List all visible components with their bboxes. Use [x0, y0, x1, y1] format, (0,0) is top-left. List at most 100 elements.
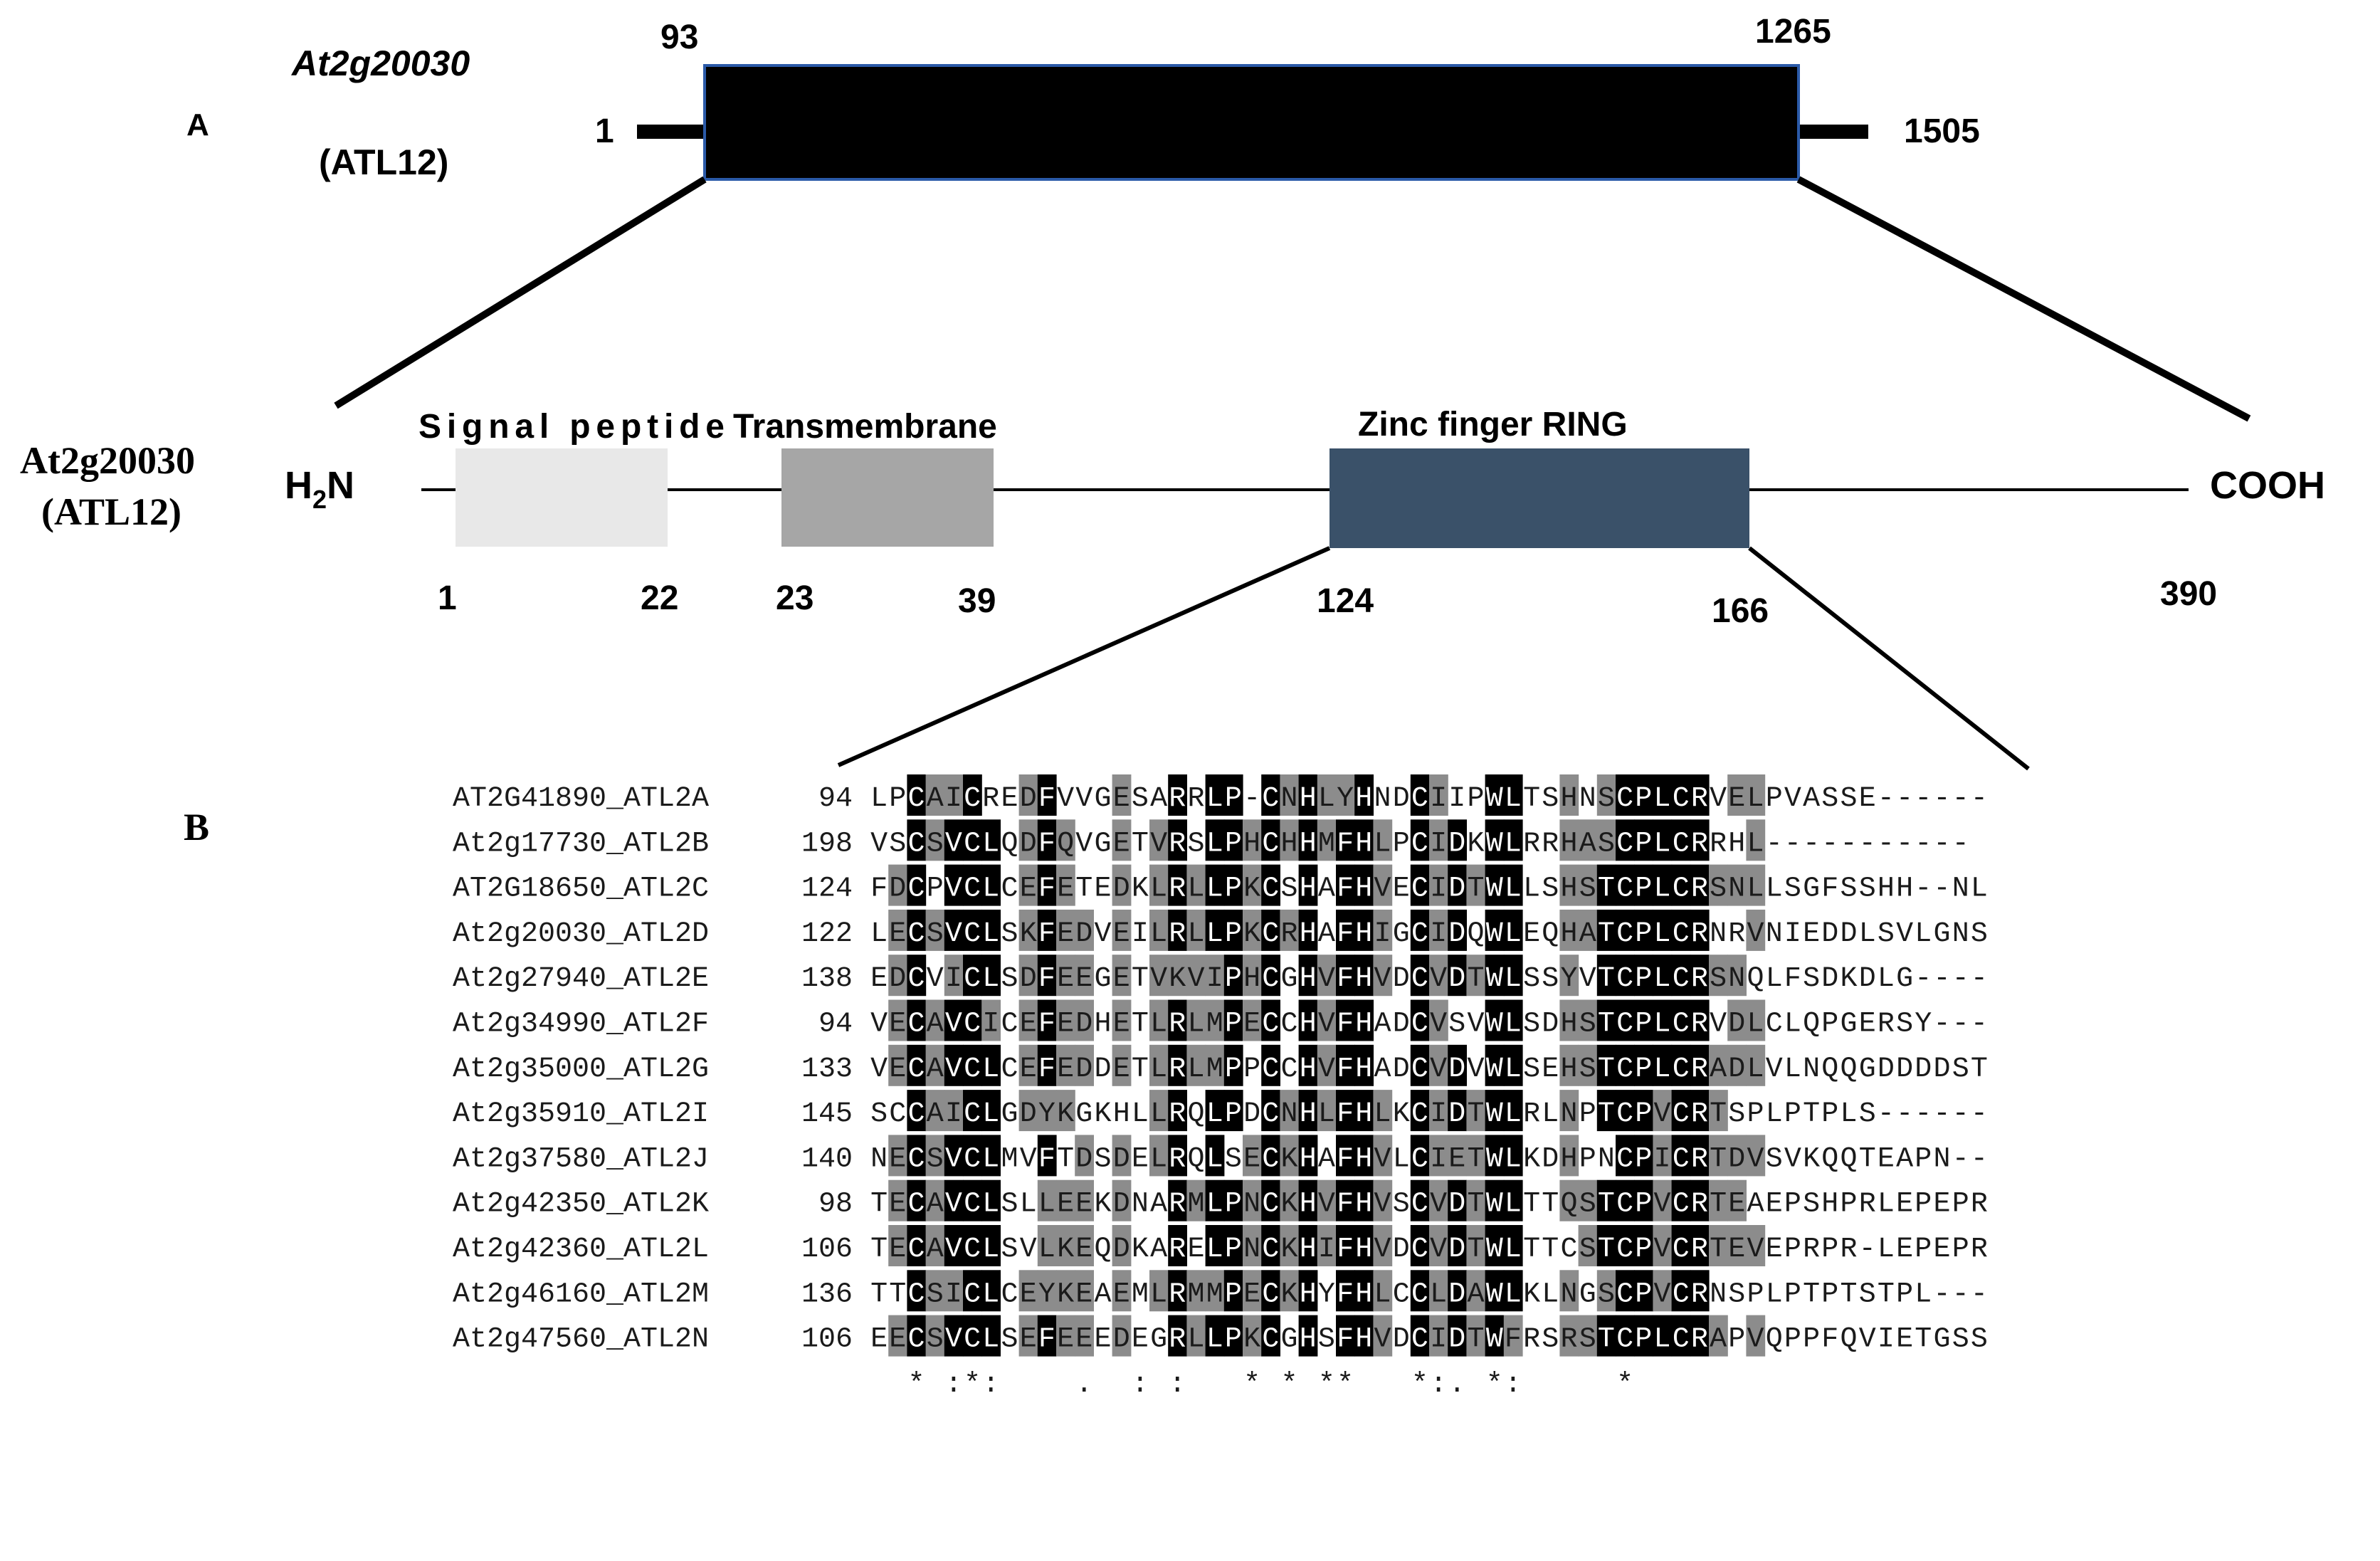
alignment-shade-cell [1578, 1315, 1598, 1357]
alignment-shade-cell [1149, 864, 1169, 906]
sequence-residue: C [907, 1053, 925, 1086]
sequence-start-position: 136 [801, 1278, 853, 1310]
alignment-shade-cell [1056, 909, 1075, 951]
sequence-residue: C [889, 1098, 906, 1130]
alignment-shade-cell [1671, 1135, 1691, 1177]
sequence-residue: L [1374, 1278, 1391, 1310]
sequence-residue: L [1150, 1143, 1167, 1175]
sequence-residue: S [1523, 1009, 1540, 1041]
sequence-residue: V [1075, 828, 1092, 860]
sequence-residue: P [1635, 1324, 1652, 1356]
sequence-residue: C [964, 1098, 981, 1130]
sequence-residue: L [982, 1053, 999, 1086]
alignment-shade-cell [1671, 1179, 1691, 1221]
alignment-shade-cell [1018, 1090, 1038, 1132]
alignment-shade-cell [1223, 1179, 1243, 1221]
sequence-residue: K [1020, 918, 1037, 950]
sequence-residue: V [1653, 1098, 1670, 1130]
alignment-shade-cell [1373, 864, 1393, 906]
sequence-residue: F [1337, 1189, 1354, 1221]
sequence-residue: D [1393, 1053, 1410, 1086]
alignment-shade-cell [1429, 955, 1448, 997]
sequence-residue: E [1113, 963, 1130, 995]
sequence-residue: R [1169, 873, 1186, 905]
sequence-residue: S [1225, 1143, 1242, 1175]
sequence-residue: C [907, 1098, 925, 1130]
sequence-residue: - [1971, 963, 1988, 995]
alignment-shade-cell [1727, 864, 1747, 906]
sequence-residue: T [1598, 1053, 1615, 1086]
sequence-residue: A [1579, 918, 1596, 950]
alignment-shade-cell [1448, 1044, 1467, 1086]
alignment-shade-cell [1037, 999, 1057, 1041]
alignment-shade-cell [1596, 999, 1616, 1041]
alignment-shade-cell [1616, 909, 1635, 951]
sequence-name: At2g34990_ATL2F [453, 1009, 709, 1041]
alignment-shade-cell [1709, 1044, 1728, 1086]
sequence-residue: V [1653, 1234, 1670, 1266]
alignment-shade-cell [1336, 1315, 1355, 1357]
alignment-shade-cell [907, 819, 927, 861]
sequence-residue: - [1952, 1143, 1969, 1175]
sequence-residue: T [1598, 1234, 1615, 1266]
alignment-shade-cell [1280, 1225, 1300, 1266]
alignment-shade-cell [944, 774, 964, 816]
alignment-shade-cell [1671, 955, 1691, 997]
sequence-residue: H [1300, 873, 1317, 905]
sequence-residue: H [1355, 1098, 1372, 1130]
c-terminus-label: COOH [2210, 464, 2325, 507]
alignment-shade-cell [1223, 1270, 1243, 1312]
sequence-residue: E [1057, 963, 1074, 995]
sequence-residue: R [1691, 963, 1708, 995]
alignment-shade-cell [1168, 1135, 1187, 1177]
sequence-residue: T [1132, 828, 1149, 860]
alignment-shade-cell [1186, 1270, 1206, 1312]
sequence-residue: L [1915, 1278, 1932, 1310]
sequence-residue: L [1206, 1324, 1223, 1356]
alignment-shade-cell [1056, 864, 1075, 906]
sequence-residue: N [1132, 1189, 1149, 1221]
alignment-shade-cell [907, 955, 927, 997]
sequence-residue: D [1393, 1324, 1410, 1356]
sequence-residue: L [1318, 1098, 1335, 1130]
alignment-shade-cell [1336, 909, 1355, 951]
sequence-residue: S [1859, 873, 1876, 905]
sequence-residue: A [1747, 1189, 1764, 1221]
alignment-shade-cell [944, 1179, 964, 1221]
alignment-shade-cell [1485, 909, 1505, 951]
sequence-residue: C [1001, 1009, 1018, 1041]
sequence-residue: L [1505, 1189, 1522, 1221]
sequence-residue: S [1784, 873, 1801, 905]
alignment-shade-cell [1018, 864, 1038, 906]
alignment-shade-cell [981, 864, 1001, 906]
sequence-name: At2g37580_ATL2J [453, 1143, 709, 1175]
sequence-residue: - [1971, 1009, 1988, 1041]
sequence-residue: S [1598, 1278, 1615, 1310]
alignment-shade-cell [1634, 955, 1653, 997]
alignment-shade-cell [1503, 909, 1523, 951]
sequence-residue: W [1486, 1053, 1503, 1086]
sequence-residue: N [1560, 1278, 1577, 1310]
sequence-start-position: 133 [801, 1053, 853, 1086]
alignment-shade-cell [1243, 1270, 1262, 1312]
domain-label-signal-peptide: Signal peptide [418, 408, 725, 446]
alignment-shade-cell [1149, 1090, 1169, 1132]
sequence-residue: S [1318, 1324, 1335, 1356]
sequence-residue: N [1728, 873, 1745, 905]
sequence-residue: L [1971, 873, 1988, 905]
sequence-residue: L [870, 783, 888, 815]
alignment-shade-cell [1690, 1225, 1710, 1266]
sequence-residue: P [1393, 828, 1410, 860]
sequence-residue: L [1187, 918, 1204, 950]
alignment-shade-cell [1485, 1270, 1505, 1312]
sequence-residue: T [1467, 1098, 1484, 1130]
alignment-shade-cell [1671, 819, 1691, 861]
zoom-line-ring-right [1748, 546, 2030, 771]
sequence-residue: G [1075, 1098, 1092, 1130]
alignment-shade-cell [1018, 999, 1038, 1041]
sequence-residue: A [1318, 1143, 1335, 1175]
sequence-residue: - [1878, 1098, 1895, 1130]
alignment-shade-cell [1559, 1315, 1579, 1357]
sequence-residue: Q [1840, 1143, 1857, 1175]
sequence-residue: H [1300, 1189, 1317, 1221]
